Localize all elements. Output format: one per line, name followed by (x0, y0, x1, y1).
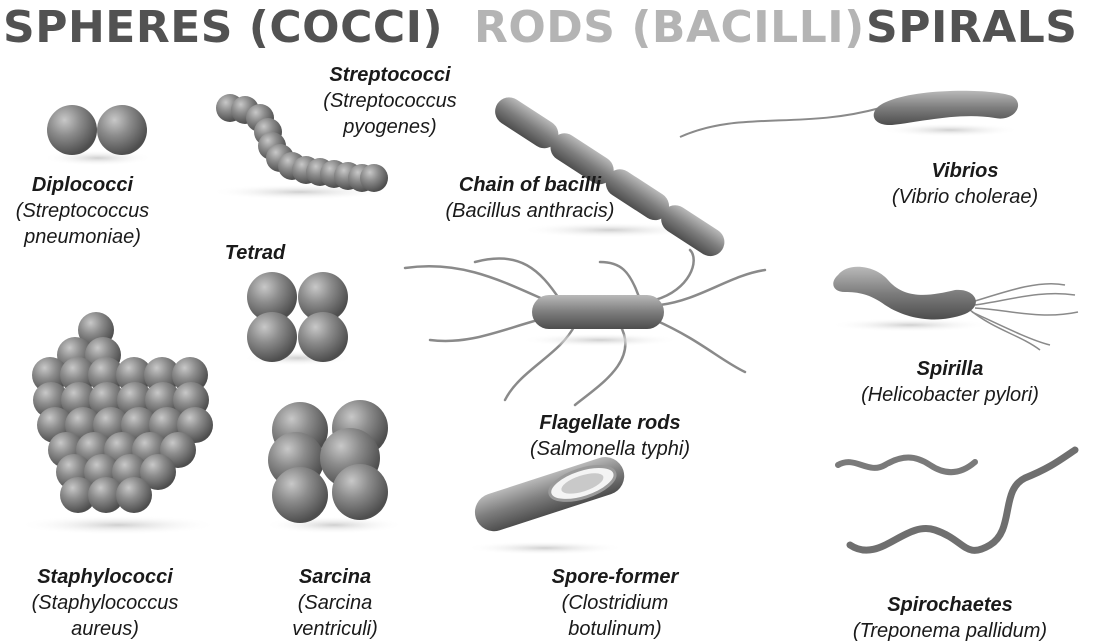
sarcina-illustration (264, 400, 404, 534)
species-spirilla: (Helicobacter pylori) (830, 382, 1070, 408)
spirilla-illustration (830, 267, 1078, 350)
vibrio-illustration (680, 91, 1020, 137)
species-streptococci-1: (Streptococcus (300, 88, 480, 114)
species-vibrios: (Vibrio cholerae) (855, 184, 1075, 210)
name-flagellate-rods: Flagellate rods (505, 410, 715, 436)
name-streptococci: Streptococci (300, 62, 480, 88)
species-streptococci-2: pyogenes) (300, 114, 480, 140)
coccus-cell (360, 164, 388, 192)
name-spirilla: Spirilla (830, 356, 1070, 382)
name-tetrad: Tetrad (205, 240, 305, 266)
species-spirochaetes: (Treponema pallidum) (830, 618, 1070, 644)
species-spore-former-1: (Clostridium (530, 590, 700, 616)
label-streptococci: Streptococci (Streptococcus pyogenes) (300, 62, 480, 140)
flagellate-rod-illustration (405, 250, 765, 405)
species-sarcina-2: ventriculi) (270, 616, 400, 642)
label-diplococci: Diplococci (Streptococcus pneumoniae) (0, 172, 175, 250)
staphylococci-illustration (18, 312, 218, 535)
species-sarcina-1: (Sarcina (270, 590, 400, 616)
label-chain-of-bacilli: Chain of bacilli (Bacillus anthracis) (420, 172, 640, 224)
species-spore-former-2: botulinum) (530, 616, 700, 642)
species-flagellate-rods: (Salmonella typhi) (505, 436, 715, 462)
label-sarcina: Sarcina (Sarcina ventriculi) (270, 564, 400, 642)
tetrad-illustration (243, 272, 353, 366)
name-sarcina: Sarcina (270, 564, 400, 590)
species-diplococci-2: pneumoniae) (0, 224, 175, 250)
name-chain-of-bacilli: Chain of bacilli (420, 172, 640, 198)
label-spirochaetes: Spirochaetes (Treponema pallidum) (830, 592, 1070, 644)
spore-former-illustration (465, 452, 629, 555)
name-staphylococci: Staphylococci (5, 564, 205, 590)
spirochaetes-illustration (838, 450, 1075, 550)
species-chain-of-bacilli: (Bacillus anthracis) (420, 198, 640, 224)
label-vibrios: Vibrios (Vibrio cholerae) (855, 158, 1075, 210)
coccus-cell (116, 477, 152, 513)
label-flagellate-rods: Flagellate rods (Salmonella typhi) (505, 410, 715, 462)
name-vibrios: Vibrios (855, 158, 1075, 184)
label-staphylococci: Staphylococci (Staphylococcus aureus) (5, 564, 205, 642)
label-spore-former: Spore-former (Clostridium botulinum) (530, 564, 700, 642)
species-diplococci-1: (Streptococcus (0, 198, 175, 224)
name-spore-former: Spore-former (530, 564, 700, 590)
species-staphylococci-1: (Staphylococcus (5, 590, 205, 616)
diplococci-illustration (43, 105, 153, 166)
name-diplococci: Diplococci (0, 172, 175, 198)
species-staphylococci-2: aureus) (5, 616, 205, 642)
label-spirilla: Spirilla (Helicobacter pylori) (830, 356, 1070, 408)
label-tetrad: Tetrad (205, 240, 305, 266)
name-spirochaetes: Spirochaetes (830, 592, 1070, 618)
